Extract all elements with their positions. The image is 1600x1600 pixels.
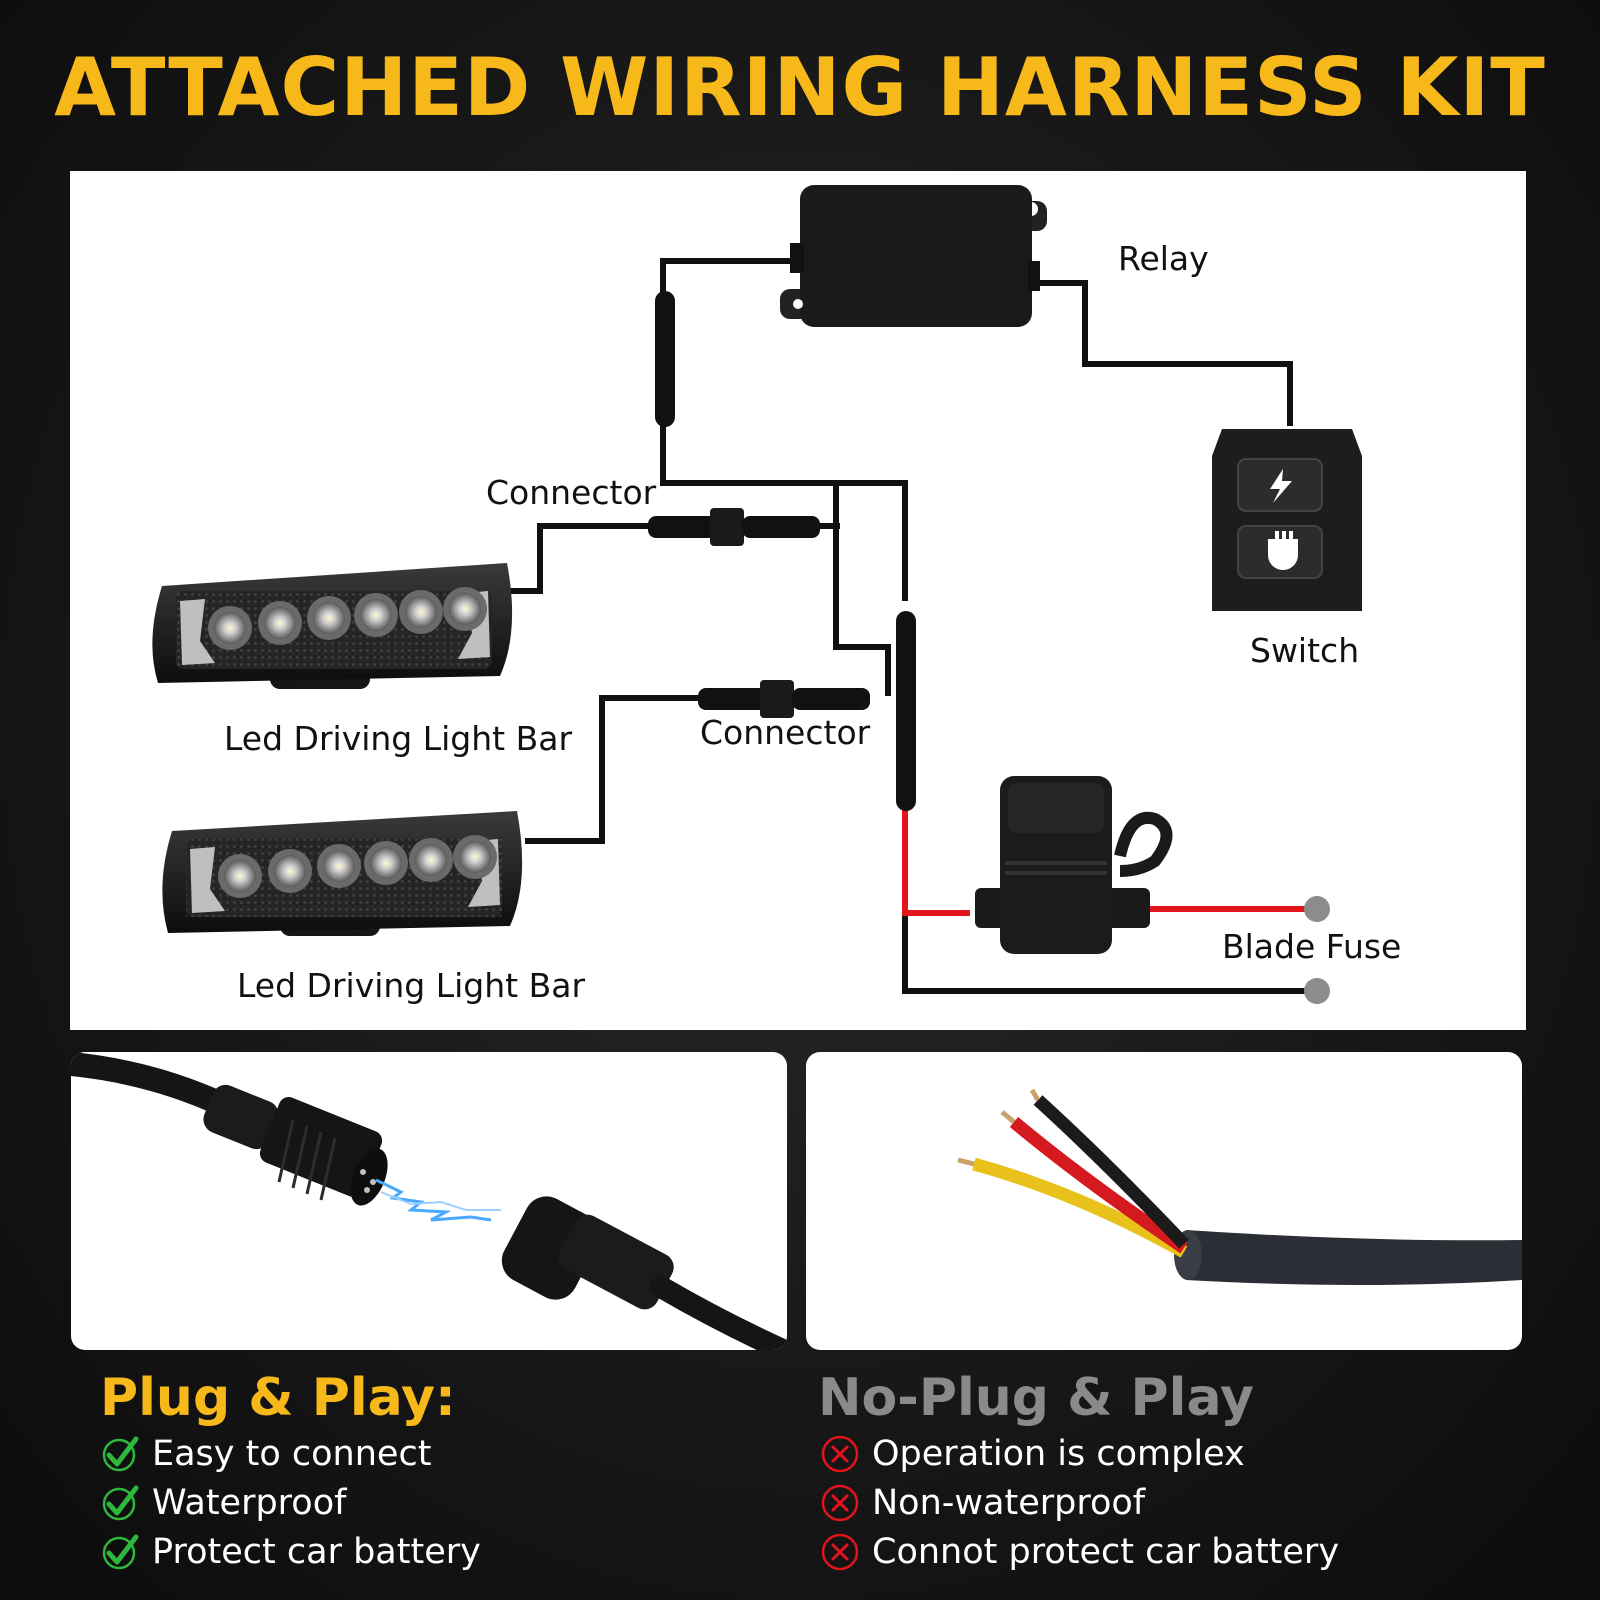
terminal-ring <box>1304 896 1330 922</box>
relay-label: Relay <box>1118 239 1209 278</box>
check-icon <box>102 1534 139 1570</box>
noplug-feature-item: Connot protect car battery <box>820 1528 1339 1576</box>
wire-sleeve <box>896 611 916 811</box>
led-row <box>218 835 497 898</box>
spark-effect <box>375 1178 492 1222</box>
plug-feature-text: Waterproof <box>152 1483 347 1523</box>
red-wires <box>902 791 1315 916</box>
plug-feature-item: Waterproof <box>100 1479 346 1527</box>
plug-feature-item: Protect car battery <box>100 1528 481 1576</box>
cross-circle-icon <box>821 1435 859 1473</box>
cross-circle-icon <box>821 1533 859 1571</box>
no-plug-and-play-heading: No-Plug & Play <box>818 1368 1254 1428</box>
check-icon <box>102 1485 139 1521</box>
wiring-diagram: Relay Switch Connector Connector Led Dri… <box>70 171 1526 1030</box>
blade-fuse <box>975 776 1173 954</box>
light-bar-top-label: Led Driving Light Bar <box>224 719 573 758</box>
connector-bottom-label: Connector <box>700 713 871 752</box>
noplug-feature-item: Operation is complex <box>820 1430 1245 1478</box>
light-bar-bottom-label: Led Driving Light Bar <box>237 966 586 1005</box>
switch-label: Switch <box>1250 631 1360 670</box>
led-row <box>208 587 487 650</box>
wiring-diagram-art <box>152 185 1362 1004</box>
connector-bottom <box>698 680 870 718</box>
plug-feature-text: Easy to connect <box>152 1434 432 1474</box>
light-icon <box>1268 539 1298 570</box>
terminal-ring <box>1304 978 1330 1004</box>
noplug-feature-text: Non-waterproof <box>872 1483 1146 1523</box>
led-light-bar-bottom <box>162 811 523 936</box>
led-light-bar-top <box>152 563 513 689</box>
noplug-feature-item: Non-waterproof <box>820 1479 1145 1527</box>
plug-feature-text: Protect car battery <box>152 1532 481 1572</box>
switch <box>1212 429 1362 611</box>
connector-top-label: Connector <box>486 473 657 512</box>
wire-sleeve <box>655 291 675 427</box>
page-title: ATTACHED WIRING HARNESS KIT <box>54 41 1546 134</box>
relay <box>780 185 1047 327</box>
noplug-feature-text: Operation is complex <box>872 1434 1245 1474</box>
check-icon <box>102 1436 139 1472</box>
connector-top <box>648 508 820 546</box>
plug-connector-photo <box>71 1052 787 1350</box>
bare-wires-photo <box>806 1052 1522 1350</box>
cross-circle-icon <box>821 1484 859 1522</box>
noplug-feature-text: Connot protect car battery <box>872 1532 1340 1572</box>
lightning-icon <box>1270 469 1292 503</box>
blade-fuse-label: Blade Fuse <box>1222 927 1402 966</box>
cable-jacket <box>1186 1230 1522 1285</box>
plug-and-play-heading: Plug & Play: <box>100 1368 456 1428</box>
plug-feature-item: Easy to connect <box>100 1430 431 1478</box>
